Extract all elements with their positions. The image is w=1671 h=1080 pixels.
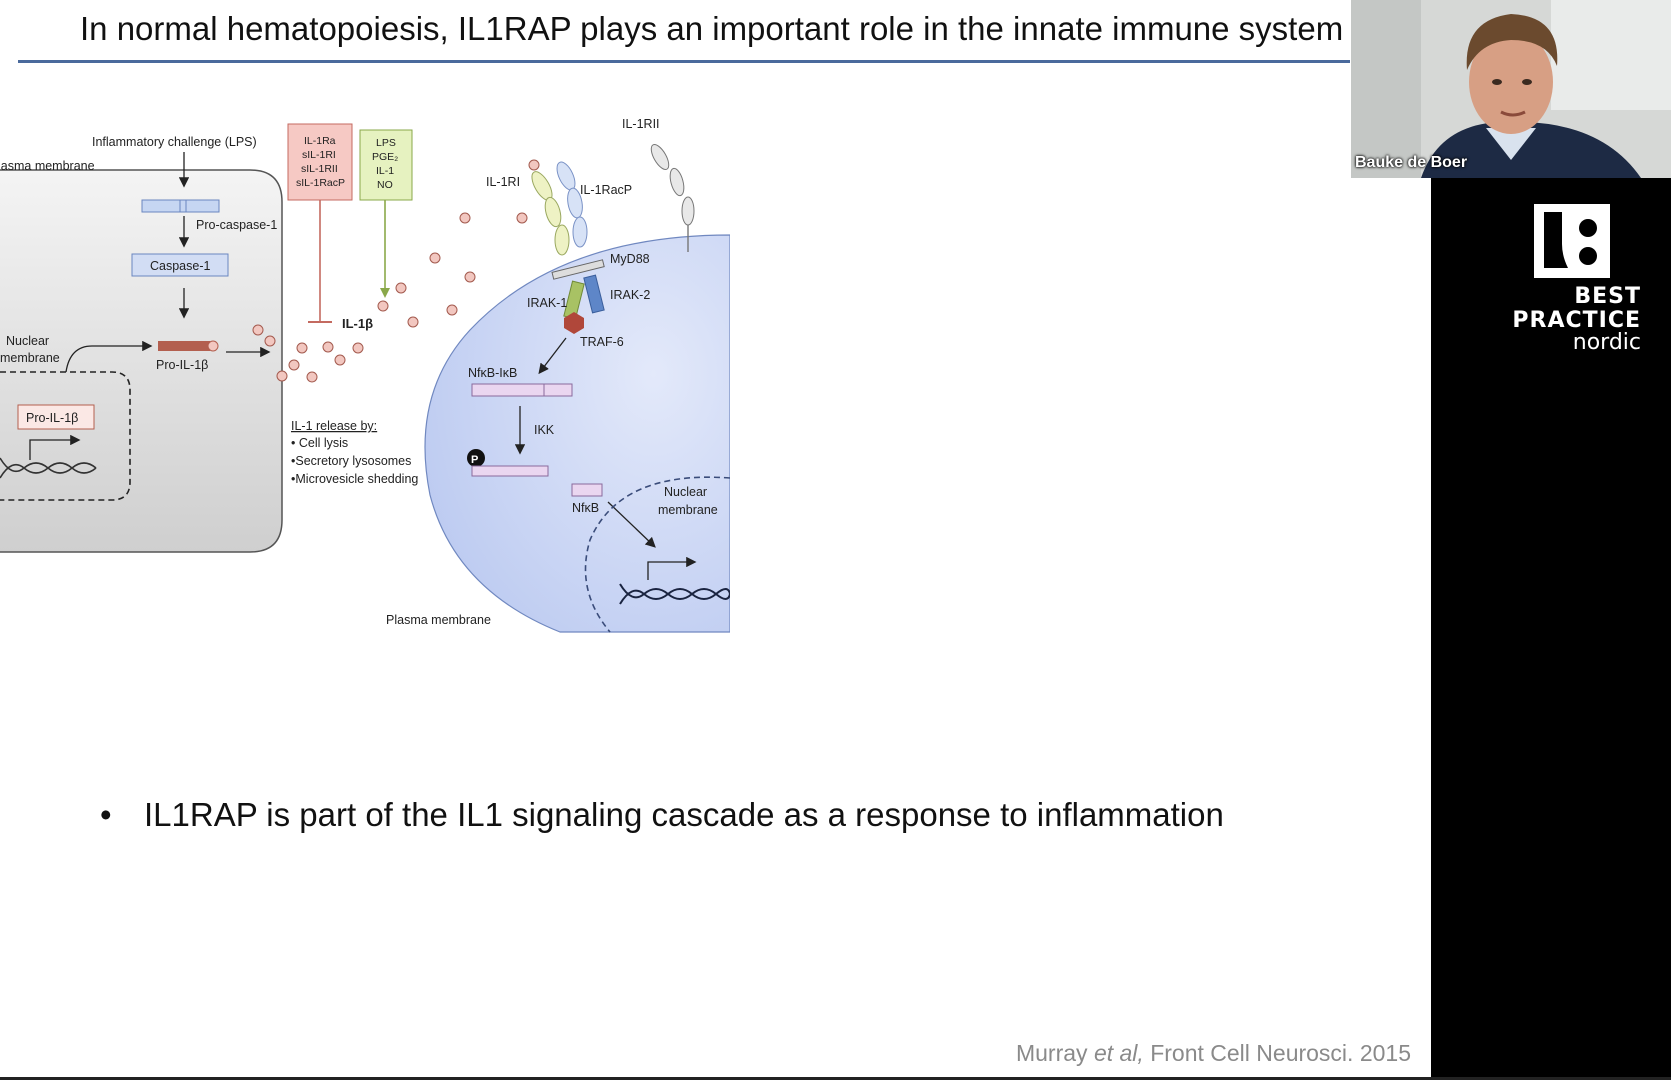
caspase-box	[131, 253, 229, 277]
bottom-border	[0, 1077, 1671, 1080]
slide-title: In normal hematopoiesis, IL1RAP plays an…	[80, 10, 1344, 47]
left-nucleus-outline	[0, 371, 131, 501]
inhibitor-line-2: sIL-1RI	[302, 149, 336, 161]
citation: Murray et al, Front Cell Neurosci. 2015	[1016, 1040, 1411, 1067]
traf6-label: TRAF-6	[580, 335, 624, 349]
pro-il1b-nuc-box	[17, 404, 95, 430]
speaker-video-frame	[1351, 0, 1671, 178]
citation-source: Front Cell Neurosci. 2015	[1150, 1040, 1411, 1066]
right-dna-helix	[619, 583, 730, 605]
nfkb-label: NfκB	[572, 501, 599, 515]
irak1-label: IRAK-1	[527, 296, 567, 310]
nuclear-membrane-left-label-1: Nuclear	[6, 334, 49, 348]
activator-line-1: LPS	[376, 137, 396, 149]
phospho-marker	[467, 449, 485, 467]
best-practice-logo-icon	[1534, 204, 1610, 278]
nuclear-membrane-left-label-2: membrane	[0, 351, 60, 365]
bullet-text: IL1RAP is part of the IL1 signaling casc…	[144, 796, 1224, 833]
slide-canvas: In normal hematopoiesis, IL1RAP plays an…	[0, 10, 1411, 1067]
il1rii-receptor	[650, 144, 695, 226]
irak2-block	[583, 274, 605, 314]
traf6-hexagon	[564, 312, 584, 334]
il1-receptor-complex	[531, 161, 588, 256]
activator-line-3: IL-1	[376, 165, 394, 177]
bullet-marker: •	[100, 796, 112, 833]
activator-line-4: NO	[377, 179, 393, 191]
citation-et-al: et al,	[1093, 1040, 1144, 1066]
nfkb-bar	[571, 483, 603, 497]
phospho-ikb-bar	[471, 465, 549, 477]
il1-signaling-diagram: lasma membrane Inflammatory challenge (L…	[0, 117, 730, 633]
pro-il1b-cyto-bar	[158, 341, 210, 351]
il1b-particles	[252, 159, 540, 383]
release-item-1: • Cell lysis	[291, 436, 348, 450]
activator-box	[359, 129, 413, 201]
myd88-label: MyD88	[610, 252, 650, 266]
il1rii-label: IL-1RII	[622, 117, 660, 131]
branding-panel: BEST PRACTICE nordic	[1431, 178, 1671, 1080]
right-nucleus-outline	[584, 476, 730, 633]
inhibitor-line-4: sIL-1RacP	[296, 177, 345, 189]
irak2-label: IRAK-2	[610, 288, 650, 302]
left-dna-helix	[0, 457, 97, 479]
phospho-label: P	[471, 454, 478, 466]
plasma-membrane-left-label: lasma membrane	[0, 159, 95, 173]
myd88-bar	[551, 259, 605, 280]
activator-line-2: PGE₂	[372, 151, 398, 163]
pro-caspase-label: Pro-caspase-1	[196, 218, 277, 232]
caspase-label: Caspase-1	[150, 259, 210, 273]
citation-prefix: Murray	[1015, 1040, 1094, 1066]
pro-il1b-cyto-label: Pro-IL-1β	[156, 358, 208, 372]
il1racp-label: IL-1RacP	[580, 183, 632, 197]
nfkb-ikb-label: NfκB-IκB	[468, 366, 517, 380]
nuclear-membrane-right-label-2: membrane	[658, 503, 718, 517]
plasma-membrane-right-label: Plasma membrane	[386, 613, 491, 627]
right-cell-body	[424, 234, 730, 633]
inhibitor-box	[287, 123, 353, 201]
release-title: IL-1 release by:	[291, 419, 377, 433]
branding-wordmark: BEST PRACTICE nordic	[1512, 286, 1641, 354]
title-divider	[18, 60, 1350, 63]
inhibitor-line-3: sIL-1RII	[301, 163, 338, 175]
release-item-2: •Secretory lysosomes	[291, 454, 411, 468]
inhibitor-line-1: IL-1Ra	[304, 135, 336, 147]
speaker-video-tile[interactable]: Bauke de Boer	[1351, 0, 1671, 178]
nfkb-ikb-bar	[471, 383, 573, 397]
ikk-label: IKK	[534, 423, 555, 437]
inflammatory-challenge-label: Inflammatory challenge (LPS)	[92, 135, 257, 149]
release-item-3: •Microvesicle shedding	[291, 472, 418, 486]
il1b-label: IL-1β	[342, 316, 373, 331]
brand-line-3: nordic	[1572, 330, 1641, 355]
il1ri-label: IL-1RI	[486, 175, 520, 189]
brand-line-1: BEST	[1574, 284, 1641, 309]
bullet-point: • IL1RAP is part of the IL1 signaling cas…	[100, 796, 1224, 834]
pro-il1b-nuc-label: Pro-IL-1β	[26, 411, 78, 425]
nuclear-membrane-right-label-1: Nuclear	[664, 485, 707, 499]
brand-line-2: PRACTICE	[1512, 308, 1641, 333]
speaker-name-label: Bauke de Boer	[1355, 154, 1468, 171]
